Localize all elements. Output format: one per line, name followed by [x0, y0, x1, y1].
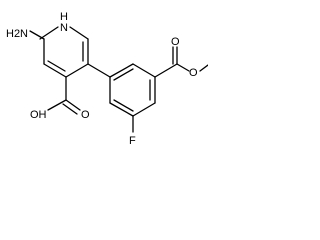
ester-oxygen-label: O	[189, 67, 198, 79]
bond-c2-n1	[39, 26, 59, 40]
bond-b1-b2-inner	[113, 68, 134, 81]
bond-cacid-o-double-2	[62, 103, 78, 115]
pyridine-ring	[39, 26, 89, 78]
molecule-diagram: H2N N H OH O O O F	[6, 11, 208, 147]
carboxylic-acid-group	[47, 76, 81, 115]
ring-nitrogen-label: N	[60, 22, 68, 34]
bond-b3-cester	[154, 63, 178, 78]
ring-nh-hydrogen-label: H	[60, 11, 68, 23]
bond-c5-c4	[65, 63, 89, 78]
bond-c4-c3	[43, 63, 67, 78]
bond-c4-c3-inner	[47, 60, 66, 72]
bond-b1-b2	[109, 63, 134, 78]
fluorine-label: F	[129, 135, 136, 147]
bond-b4-b5	[132, 102, 156, 117]
bond-c2-nh2	[29, 30, 45, 40]
bond-cacid-oh	[47, 99, 67, 111]
bond-n1-c6	[69, 26, 89, 40]
amino-label: H2N	[6, 28, 28, 40]
ester-carbonyl-oxygen-label: O	[171, 36, 180, 48]
bond-cacid-o-double-1	[65, 99, 81, 111]
bond-b5-b6	[109, 102, 134, 117]
bond-oester-methyl	[199, 64, 208, 72]
acid-carbonyl-oxygen-label: O	[81, 109, 90, 121]
bond-b5-b6-inner	[113, 99, 134, 112]
hydroxyl-label: OH	[30, 109, 47, 121]
methyl-ester-group	[154, 46, 208, 78]
bond-b2-b3	[132, 63, 156, 78]
bond-biaryl	[87, 63, 111, 78]
bond-cester-oester	[176, 63, 190, 72]
benzene-ring	[109, 63, 156, 117]
